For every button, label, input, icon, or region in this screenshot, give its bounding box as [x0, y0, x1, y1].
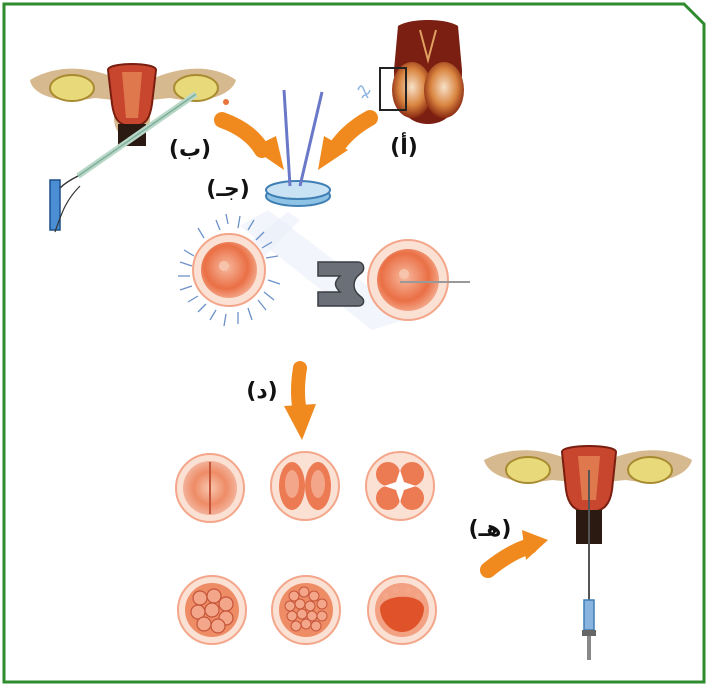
embryo-8-cell	[178, 576, 246, 644]
embryo-2-cell	[176, 454, 244, 522]
label-b: (ب)	[169, 137, 211, 162]
male-testes-icon	[358, 20, 464, 124]
embryo-morula	[272, 576, 340, 644]
icsi-egg-icon	[318, 240, 470, 320]
arrow-from-male	[318, 118, 370, 170]
embryo-2-cell-b	[271, 452, 339, 520]
label-c: (جـ)	[206, 177, 250, 202]
label-a: (أ)	[390, 131, 418, 160]
label-d: (د)	[246, 379, 277, 404]
embryo-4-cell	[366, 452, 434, 520]
arrow-from-female	[222, 120, 284, 170]
embryo-stage-icon	[176, 452, 436, 644]
frame-border	[4, 4, 704, 682]
label-e: (هـ)	[469, 517, 512, 542]
embryo-blastocyst	[368, 576, 436, 644]
arrow-down	[284, 368, 316, 440]
